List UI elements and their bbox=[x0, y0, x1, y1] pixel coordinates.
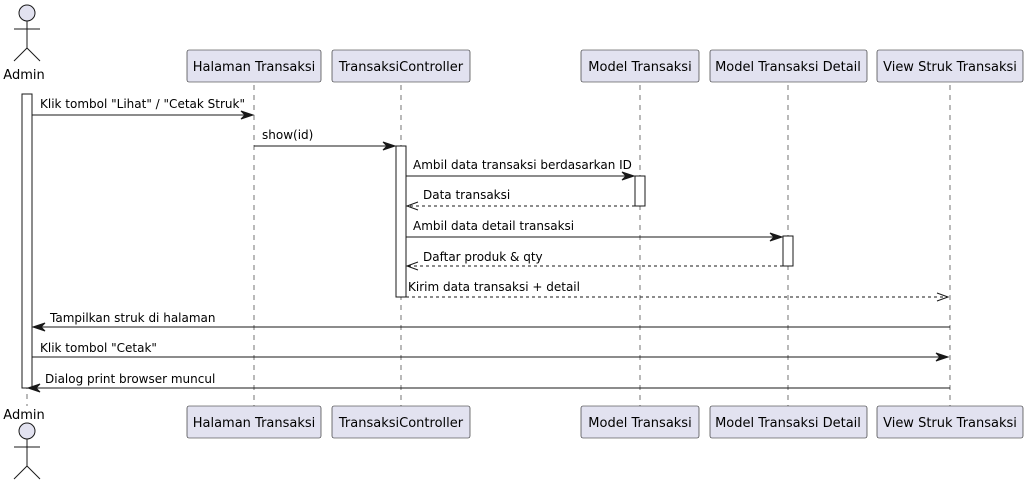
actor-label-bottom: Admin bbox=[3, 408, 44, 423]
activation-controller bbox=[395, 145, 407, 298]
message-label-ambil-detail-transaksi: Ambil data detail transaksi bbox=[413, 219, 574, 233]
message-label-show-id: show(id) bbox=[262, 128, 313, 142]
participant-label-view-struk-transaksi-bottom: View Struk Transaksi bbox=[883, 416, 1017, 431]
message-label-klik-cetak: Klik tombol "Cetak" bbox=[40, 341, 157, 355]
message-tampilkan-struk: Tampilkan struk di halaman bbox=[31, 311, 950, 332]
message-kirim-data: Kirim data transaksi + detail bbox=[406, 280, 950, 302]
participant-box-transaksi-controller-bottom bbox=[331, 405, 471, 439]
activation-model-transaksi bbox=[634, 175, 646, 207]
message-label-klik-lihat: Klik tombol "Lihat" / "Cetak Struk" bbox=[40, 97, 245, 111]
message-label-kirim-data: Kirim data transaksi + detail bbox=[408, 280, 580, 294]
participant-label-model-transaksi-detail-bottom: Model Transaksi Detail bbox=[715, 416, 861, 431]
participant-box-halaman-transaksi-bottom bbox=[186, 405, 322, 439]
participant-label-model-transaksi-bottom: Model Transaksi bbox=[588, 416, 691, 431]
activation-admin bbox=[21, 93, 33, 389]
message-klik-lihat: Klik tombol "Lihat" / "Cetak Struk" bbox=[32, 97, 255, 120]
message-show-id: show(id) bbox=[254, 128, 397, 151]
activation-model-transaksi-detail bbox=[782, 235, 794, 267]
participant-box-model-transaksi-detail-top bbox=[709, 49, 868, 83]
participant-box-view-struk-transaksi-top bbox=[876, 49, 1024, 83]
participant-box-transaksi-controller-top bbox=[331, 49, 471, 83]
participant-box-model-transaksi-bottom bbox=[580, 405, 700, 439]
participant-box-halaman-transaksi-top bbox=[186, 49, 322, 83]
actor-icon-bottom bbox=[13, 422, 41, 480]
participant-box-view-struk-transaksi-bottom bbox=[876, 405, 1024, 439]
actor-label-top: Admin bbox=[3, 68, 44, 83]
message-label-ambil-data-transaksi: Ambil data transaksi berdasarkan ID bbox=[413, 158, 632, 172]
message-label-daftar-produk: Daftar produk & qty bbox=[423, 250, 543, 264]
message-klik-cetak: Klik tombol "Cetak" bbox=[32, 341, 950, 362]
actor-icon-top bbox=[13, 4, 41, 62]
message-label-data-transaksi: Data transaksi bbox=[423, 188, 510, 202]
participant-label-view-struk-transaksi-top: View Struk Transaksi bbox=[883, 60, 1017, 75]
message-label-tampilkan-struk: Tampilkan struk di halaman bbox=[49, 311, 216, 325]
participant-label-model-transaksi-top: Model Transaksi bbox=[588, 60, 691, 75]
message-daftar-produk: Daftar produk & qty bbox=[405, 250, 783, 271]
participant-box-model-transaksi-top bbox=[580, 49, 700, 83]
participant-label-transaksi-controller-bottom: TransaksiController bbox=[338, 416, 464, 431]
participant-label-halaman-transaksi-top: Halaman Transaksi bbox=[193, 60, 316, 75]
message-ambil-detail-transaksi: Ambil data detail transaksi bbox=[406, 219, 784, 242]
message-label-dialog-print: Dialog print browser muncul bbox=[45, 372, 215, 386]
participant-label-model-transaksi-detail-top: Model Transaksi Detail bbox=[715, 60, 861, 75]
participant-box-model-transaksi-detail-bottom bbox=[709, 405, 868, 439]
message-ambil-data-transaksi: Ambil data transaksi berdasarkan ID bbox=[406, 158, 636, 181]
participant-label-transaksi-controller-top: TransaksiController bbox=[338, 60, 464, 75]
message-dialog-print: Dialog print browser muncul bbox=[26, 372, 950, 393]
message-data-transaksi: Data transaksi bbox=[405, 188, 635, 211]
participant-label-halaman-transaksi-bottom: Halaman Transaksi bbox=[193, 416, 316, 431]
